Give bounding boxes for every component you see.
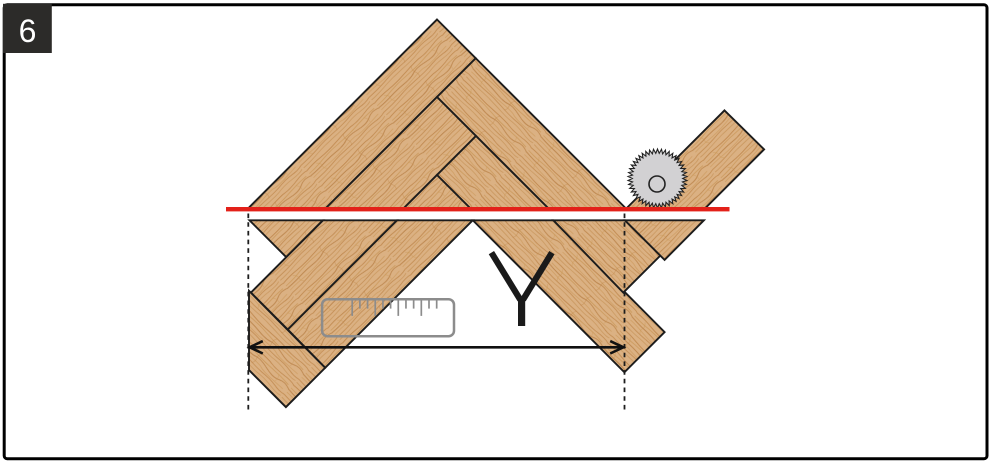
svg-text:6: 6 [19,13,37,49]
